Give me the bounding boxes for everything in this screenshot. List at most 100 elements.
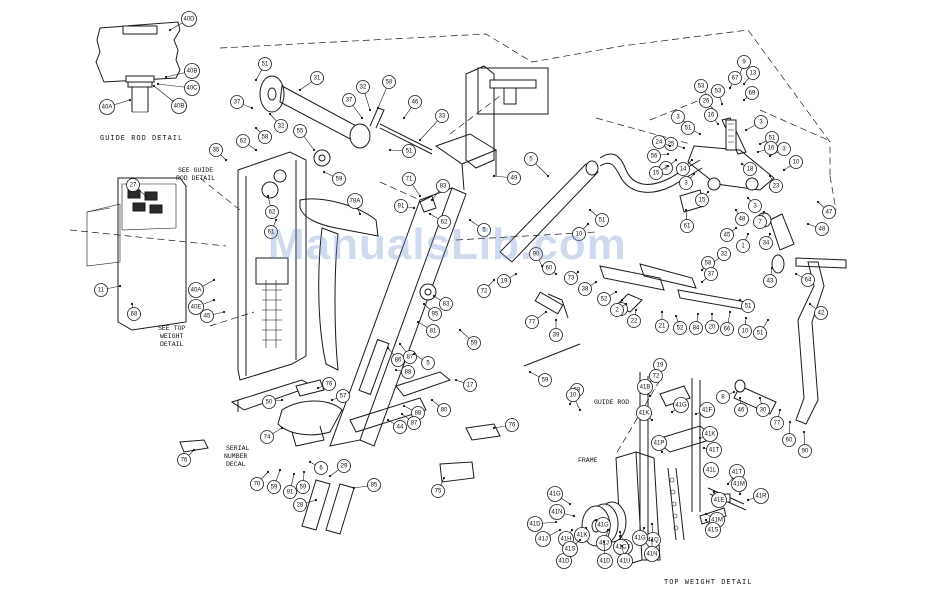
callout-59: 59 — [296, 470, 310, 494]
callout-number: 56 — [651, 153, 658, 159]
leader-dot — [690, 158, 694, 162]
callout-number: 10 — [742, 328, 749, 334]
callout-circle — [497, 274, 511, 288]
leader-dot — [746, 232, 750, 236]
callout-number: 59 — [336, 176, 343, 182]
callout-48: 48 — [806, 222, 829, 236]
callout-circle — [694, 79, 708, 93]
leader-dot — [728, 310, 732, 314]
callout-circle — [782, 433, 796, 447]
guide-rod-label: GUIDE ROD — [594, 399, 629, 406]
callout-circle — [463, 378, 477, 392]
callout-87: 87 — [400, 412, 421, 430]
callout-20: 20 — [705, 312, 719, 334]
leader-dot — [586, 222, 590, 226]
callout-number: 15 — [653, 170, 660, 176]
leader-dot — [394, 368, 398, 372]
callout-53: 53 — [694, 79, 712, 102]
callout-circle — [759, 236, 773, 250]
callout-circle — [770, 416, 784, 430]
callout-circle — [524, 152, 538, 166]
callout-13: 13 — [742, 66, 760, 86]
callout-circle — [673, 397, 689, 413]
callout-circle — [177, 453, 191, 467]
callout-circle — [549, 328, 563, 342]
callout-77: 77 — [525, 310, 548, 329]
callout-circle — [347, 193, 363, 209]
leader-dot — [734, 226, 738, 230]
callout-circle — [527, 516, 543, 532]
callout-number: 59 — [271, 484, 278, 490]
callout-number: 41D — [558, 558, 570, 564]
callout-number: 41R — [755, 493, 767, 499]
callout-circle — [801, 273, 815, 287]
callout-number: 9 — [742, 59, 746, 65]
leader-dot — [698, 132, 702, 136]
callout-71: 71 — [402, 172, 422, 198]
callout-41m: 41M — [731, 476, 747, 496]
callout-number: 51 — [406, 148, 413, 154]
callout-37: 37 — [342, 93, 364, 120]
callout-number: 21 — [659, 323, 666, 329]
callout-number: 41S — [565, 546, 576, 552]
callout-number: 10 — [576, 231, 583, 237]
leader-dot — [546, 174, 550, 178]
callout-number: 90 — [802, 448, 809, 454]
leader-dot — [386, 418, 390, 422]
callout-number: 16 — [768, 145, 775, 151]
see-top-weight-detail-label-line3: DETAIL — [160, 341, 184, 348]
leader-dot — [144, 194, 148, 198]
callout-1: 1 — [736, 232, 750, 253]
callout-number: 76 — [509, 422, 516, 428]
callout-circle — [436, 179, 450, 193]
callout-number: 40B — [174, 103, 185, 109]
callout-circle — [342, 93, 356, 107]
callout-27: 27 — [126, 178, 148, 198]
callout-circle — [94, 283, 108, 297]
callout-number: 61 — [268, 229, 275, 235]
leader-dot — [298, 88, 302, 92]
leader-dot — [588, 208, 592, 212]
callout-number: 40D — [183, 16, 195, 22]
callout-circle — [401, 365, 415, 379]
callout-circle — [748, 199, 762, 213]
callout-circle — [679, 176, 693, 190]
callout-number: 53 — [715, 88, 722, 94]
callout-circle — [477, 223, 491, 237]
callout-circle — [647, 149, 661, 163]
leader-dot — [222, 310, 226, 314]
callout-number: 70 — [254, 481, 261, 487]
callout-circle — [680, 219, 694, 233]
callout-number: 19 — [657, 362, 664, 368]
leader-dot — [660, 450, 664, 454]
callout-circle — [274, 119, 288, 133]
callout-number: 40C — [186, 85, 198, 91]
callout-circle — [547, 486, 563, 502]
leader-dot — [274, 218, 278, 222]
callout-76: 76 — [177, 448, 196, 467]
callout-23: 23 — [768, 174, 783, 193]
callout-circle — [704, 267, 718, 281]
callout-37: 37 — [230, 95, 254, 110]
leader-dot — [568, 402, 572, 406]
callout-number: 41G — [597, 522, 609, 528]
callout-circle — [745, 86, 759, 100]
callout-number: 52 — [601, 296, 608, 302]
callout-51: 51 — [753, 318, 770, 340]
callout-number: 58 — [705, 260, 712, 266]
leader-dot — [568, 502, 572, 506]
callout-circle — [402, 144, 416, 158]
callout-number: 58 — [386, 79, 393, 85]
callout-circle — [703, 462, 719, 478]
callout-circle — [595, 213, 609, 227]
callout-76: 76 — [316, 377, 336, 391]
leader-dot — [400, 412, 404, 416]
callout-number: 41G — [675, 402, 687, 408]
callout-number: 38 — [582, 286, 589, 292]
callout-number: 34 — [763, 240, 770, 246]
callout-circle — [574, 527, 590, 543]
callout-number: 20 — [709, 324, 716, 330]
leader-dot — [156, 82, 160, 86]
callout-circle — [230, 95, 244, 109]
